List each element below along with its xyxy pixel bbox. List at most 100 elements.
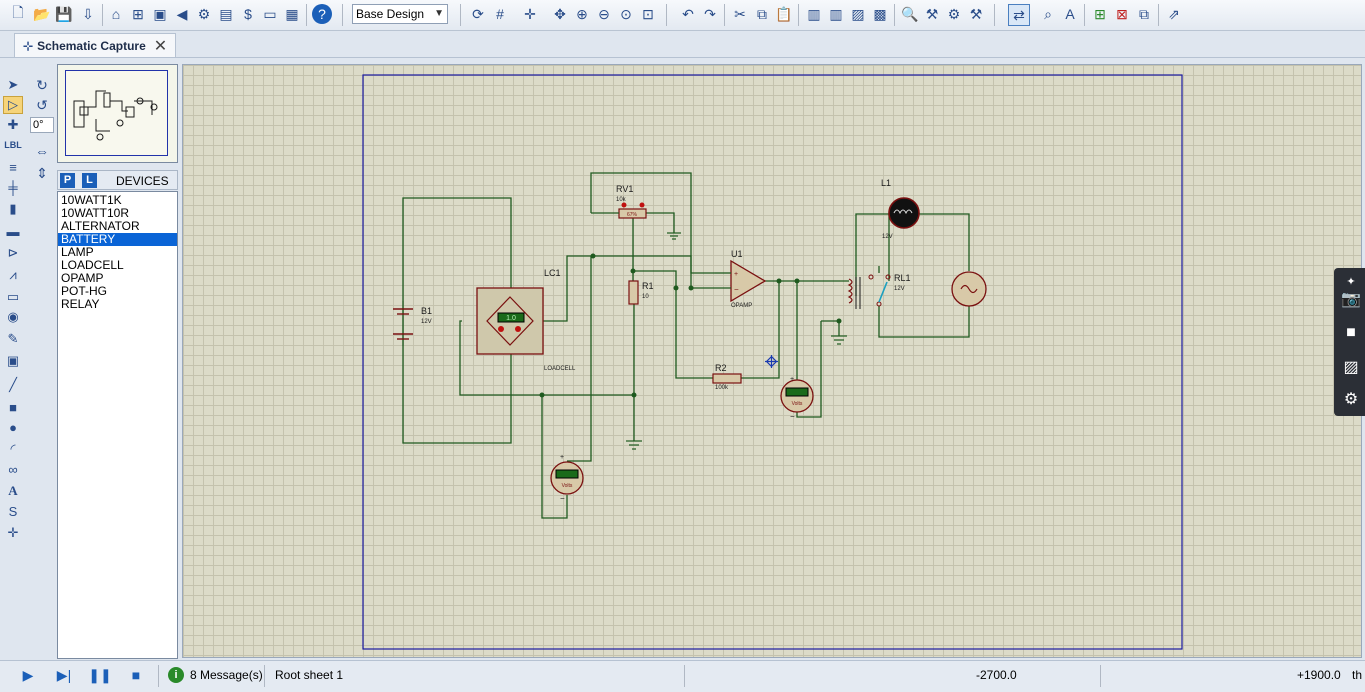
lamp-l1[interactable]: L1 12V [881, 178, 920, 240]
tab-schematic-capture[interactable]: ⊹ Schematic Capture ✕ [14, 33, 176, 57]
text-icon[interactable]: A [8, 483, 18, 498]
new-file-icon[interactable]: 🗋 [12, 4, 24, 20]
home-icon[interactable]: ⌂ [111, 6, 121, 22]
line-icon[interactable]: ╱ [9, 377, 17, 392]
play-icon[interactable]: ▶ [22, 666, 34, 683]
pan-icon[interactable]: ✥ [554, 5, 566, 22]
paste-icon[interactable]: 📋 [775, 5, 793, 22]
schematic-drawing[interactable]: B1 12V 1.0 LC1 LOADCELL 67% RV1 10k R1 [183, 65, 1362, 658]
junction-dot-icon[interactable]: ✚ [7, 117, 19, 132]
bom-icon[interactable]: ▤ [219, 5, 233, 22]
list-item[interactable]: OPAMP [61, 271, 104, 285]
relay-rl1[interactable]: RL1 12V [831, 273, 911, 345]
pick-parts-icon[interactable]: 🔍 [901, 5, 919, 22]
generator-icon[interactable]: ◉ [7, 309, 19, 324]
graph-mode-icon[interactable]: ⩘ [9, 267, 17, 282]
messages-count[interactable]: 8 Message(s) [190, 668, 263, 682]
rotation-angle-field[interactable]: 0° [30, 117, 54, 133]
grid-icon[interactable]: # [496, 6, 504, 22]
packaging-tool-icon[interactable]: ⚙ [947, 5, 961, 22]
cut-icon[interactable]: ✂ [734, 5, 746, 22]
marker-icon[interactable]: ✛ [7, 525, 19, 540]
battery-b1[interactable]: B1 12V [393, 301, 432, 346]
gallery-icon[interactable]: ▨ [1343, 359, 1359, 376]
video-icon[interactable]: ■ [1346, 324, 1356, 341]
symbol-icon[interactable]: S [8, 503, 18, 519]
rotate-anticlockwise-icon[interactable]: ↺ [36, 96, 48, 113]
camera-icon[interactable]: 📷 [1341, 291, 1361, 308]
path-icon[interactable]: ∞ [8, 461, 18, 477]
pcb-icon[interactable]: ▣ [153, 5, 167, 22]
text-script-icon[interactable]: ≡ [9, 159, 17, 175]
gear-icon[interactable]: ⚙ [1343, 391, 1359, 408]
list-item[interactable]: POT-HG [61, 284, 108, 298]
list-item[interactable]: 10WATT10R [61, 206, 130, 220]
notes-icon[interactable]: ▭ [263, 5, 277, 22]
tape-recorder-icon[interactable]: ▭ [6, 289, 20, 304]
3d-viewer-icon[interactable]: ◀ [176, 5, 188, 22]
terminals-icon[interactable]: ▬ [6, 223, 20, 239]
circle-icon[interactable]: ● [9, 419, 17, 435]
zoom-all-icon[interactable]: ⊙ [620, 5, 632, 22]
potentiometer-rv1[interactable]: 67% RV1 10k [591, 184, 681, 240]
zoom-out-icon[interactable]: ⊖ [598, 5, 610, 22]
overview-window[interactable] [57, 64, 178, 163]
origin-icon[interactable]: ✛ [524, 5, 536, 22]
resistor-r2[interactable]: R2 100k [712, 355, 778, 391]
undo-icon[interactable]: ↶ [682, 5, 694, 22]
open-folder-icon[interactable]: 📂 [33, 5, 51, 22]
goto-sheet-icon[interactable]: ⧉ [1139, 5, 1149, 22]
pause-icon[interactable]: ❚❚ [88, 666, 112, 683]
block-rotate-icon[interactable]: ▨ [851, 5, 865, 22]
arc-icon[interactable]: ◜ [10, 441, 16, 456]
copy-icon[interactable]: ⧉ [757, 5, 767, 22]
loadcell-lc1[interactable]: 1.0 LC1 LOADCELL [476, 268, 576, 372]
rotate-clockwise-icon[interactable]: ↻ [36, 76, 48, 93]
wire-label-icon[interactable]: LBL [4, 140, 22, 150]
new-sheet-icon[interactable]: ⊞ [1094, 5, 1106, 22]
alternator-source[interactable] [951, 271, 987, 307]
wire-autorouter-icon[interactable]: ⇄ [1008, 4, 1030, 26]
property-assignment-icon[interactable]: A [1065, 6, 1075, 22]
export-icon[interactable]: ⇗ [1168, 5, 1180, 22]
resistor-r1[interactable]: R1 10 [626, 280, 654, 450]
flip-horizontal-icon[interactable]: ⇔ [35, 143, 49, 159]
list-item[interactable]: ALTERNATOR [61, 219, 140, 233]
pin-icon[interactable]: ✦ [1346, 275, 1356, 288]
component-mode-icon[interactable]: ⊞ [132, 5, 144, 22]
subcircuit-icon[interactable]: ▮ [9, 201, 17, 216]
search-icon[interactable]: ⌕ [1044, 5, 1052, 22]
block-move-icon[interactable]: ▥ [829, 5, 843, 22]
list-item[interactable]: LOADCELL [61, 258, 124, 272]
import-icon[interactable]: ⇩ [82, 5, 94, 22]
zoom-area-icon[interactable]: ⊡ [642, 5, 654, 22]
decompose-icon[interactable]: ⚒ [969, 5, 983, 22]
list-item[interactable]: 10WATT1K [61, 193, 122, 207]
selection-mode-icon[interactable]: ➤ [7, 77, 19, 92]
block-copy-icon[interactable]: ▥ [807, 5, 821, 22]
voltmeter-2[interactable]: Volts +− [780, 376, 814, 421]
block-delete-icon[interactable]: ▩ [873, 5, 887, 22]
component-mode-icon[interactable]: ▷ [3, 96, 23, 114]
stop-icon[interactable]: ■ [131, 667, 141, 683]
virtual-instruments-icon[interactable]: ▣ [6, 353, 20, 368]
close-icon[interactable]: ✕ [153, 37, 168, 55]
gerber-icon[interactable]: ⚙ [197, 5, 211, 22]
make-device-icon[interactable]: ⚒ [925, 5, 939, 22]
delete-sheet-icon[interactable]: ⊠ [1116, 5, 1128, 22]
pick-devices-button[interactable]: P [60, 173, 75, 188]
overview-viewport[interactable] [65, 70, 168, 156]
help-icon[interactable]: ? [312, 4, 332, 24]
schematic-canvas[interactable]: B1 12V 1.0 LC1 LOADCELL 67% RV1 10k R1 [182, 64, 1362, 658]
device-pins-icon[interactable]: ⊳ [7, 245, 19, 260]
flip-vertical-icon[interactable]: ⇕ [36, 164, 48, 181]
voltmeter-1[interactable]: Volts +− [550, 454, 584, 503]
probe-icon[interactable]: ✎ [7, 331, 19, 346]
box-icon[interactable]: ■ [9, 399, 17, 415]
redo-icon[interactable]: ↷ [704, 5, 716, 22]
step-icon[interactable]: ▶| [56, 666, 72, 683]
list-item[interactable]: LAMP [61, 245, 94, 259]
pdf-icon[interactable]: ▦ [285, 5, 299, 22]
design-explorer-icon[interactable]: $ [244, 6, 252, 22]
refresh-icon[interactable]: ⟳ [472, 5, 484, 22]
